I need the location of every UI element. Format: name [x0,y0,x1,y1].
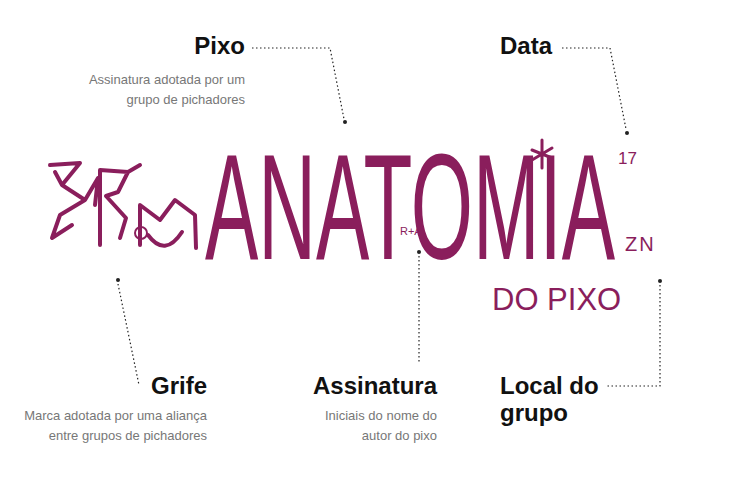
grife-stroke [50,163,98,238]
leader-dot [658,279,662,283]
callout-title: Pixo [135,32,245,59]
grife-ball [135,227,147,239]
leader-line [252,48,344,119]
callout-title: Grife [97,372,207,399]
leader-dot [343,120,347,124]
callout-description: Iniciais do nome do autor do pixo [325,406,437,446]
pixo-tag: ANATOMIA [205,132,615,282]
leader-line [562,48,626,129]
leader-dots [116,120,662,283]
leader-line [118,284,139,385]
leader-dot [116,278,120,282]
grife-stroke [140,200,196,248]
author-initials: R+A [400,226,422,237]
group-location-mark: ZN [625,234,656,254]
callout-title: Data [500,32,580,59]
callout-description: Assinatura adotada por um grupo de picha… [67,70,245,110]
callout-title: Local do grupo [500,372,610,426]
grife-glyph [50,163,196,248]
callout-title: Assinatura [287,372,437,399]
callout-description: Marca adotada por uma aliança entre grup… [2,406,207,446]
date-mark: 17 [618,150,637,167]
subtitle: DO PIXO [492,284,621,315]
leader-dot [625,131,629,135]
